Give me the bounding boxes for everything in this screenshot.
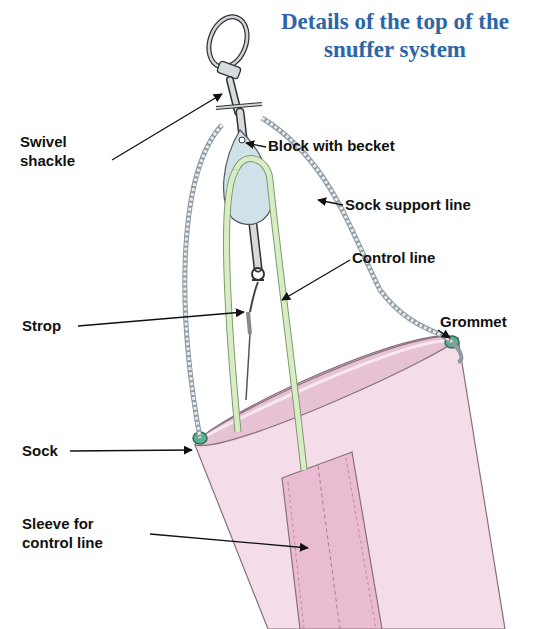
part-label: Strop — [22, 316, 102, 335]
part-label: Sock support line — [345, 195, 525, 214]
part-label: Grommet — [440, 312, 540, 331]
part-label: Control line — [352, 248, 492, 267]
part-label: Block with becket — [268, 136, 438, 155]
part-label: Sock — [22, 441, 102, 460]
part-label: Sleeve for control line — [22, 514, 142, 552]
part-label: Swivel shackle — [20, 132, 100, 170]
diagram-title: Details of the top of the snuffer system — [255, 8, 535, 64]
